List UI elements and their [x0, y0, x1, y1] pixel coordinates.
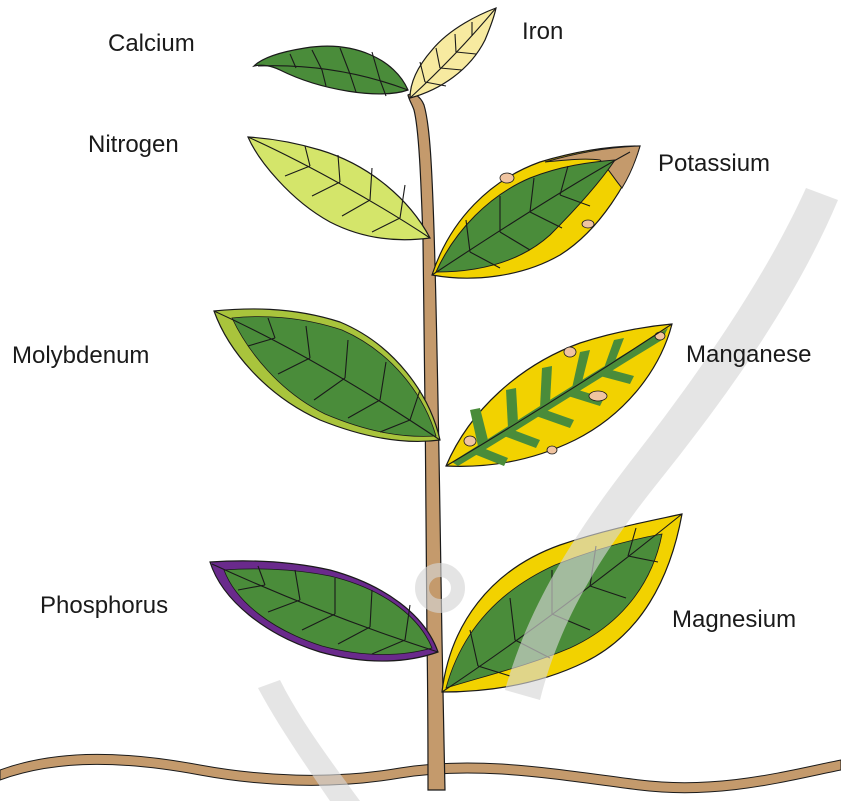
iron-leaf — [410, 8, 496, 98]
manganese-leaf — [446, 324, 672, 466]
phosphorus-leaf — [210, 561, 438, 661]
label-iron: Iron — [522, 18, 563, 45]
ground — [0, 754, 841, 792]
potassium-leaf — [432, 146, 640, 278]
nitrogen-leaf — [248, 137, 430, 240]
molybdenum-leaf — [214, 309, 440, 441]
label-molybdenum: Molybdenum — [12, 342, 149, 369]
watermark — [258, 188, 838, 801]
calcium-leaf — [254, 46, 408, 96]
label-phosphorus: Phosphorus — [40, 592, 168, 619]
label-nitrogen: Nitrogen — [88, 131, 179, 158]
label-potassium: Potassium — [658, 150, 770, 177]
label-manganese: Manganese — [686, 341, 811, 368]
label-magnesium: Magnesium — [672, 606, 796, 633]
label-calcium: Calcium — [108, 30, 195, 57]
